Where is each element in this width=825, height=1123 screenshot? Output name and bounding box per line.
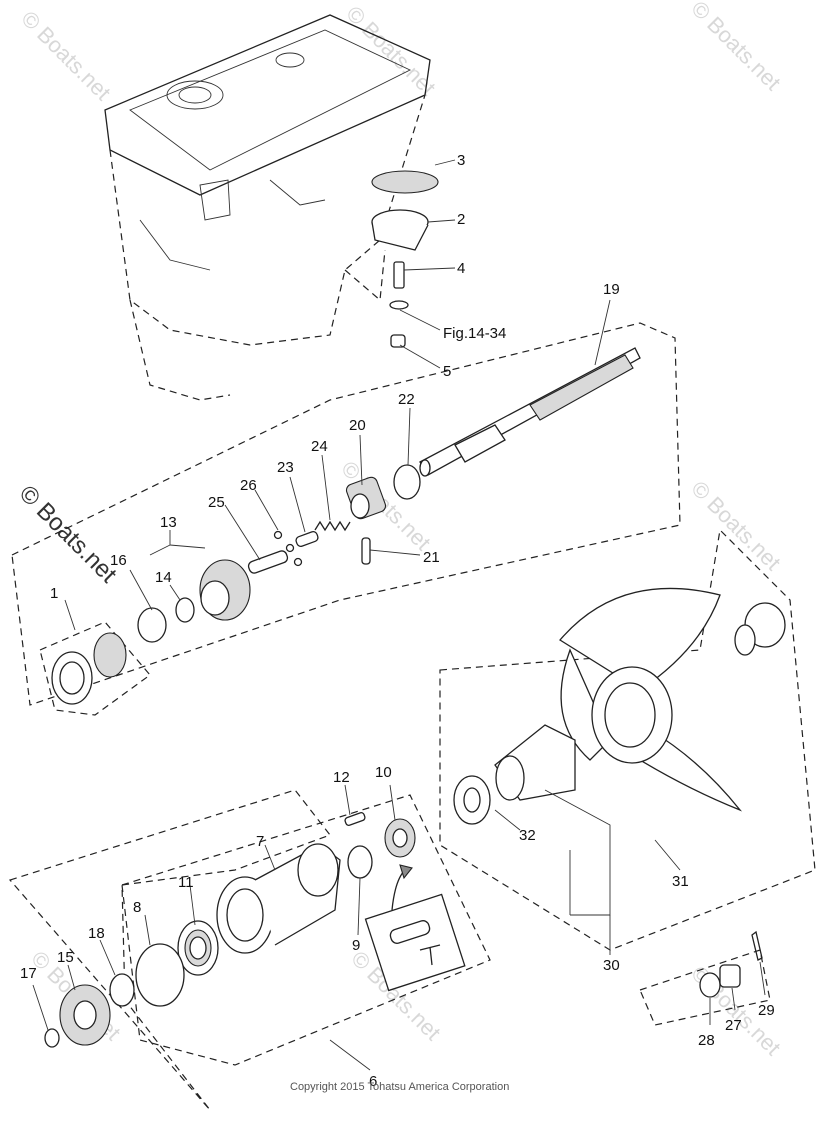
prop-bushing — [494, 724, 576, 801]
reverse-gear — [59, 984, 111, 1046]
thrust-holder — [453, 775, 491, 825]
callout-labels: 3 2 4 Fig.14-34 5 19 22 20 24 23 26 25 1… — [20, 152, 775, 1090]
thrust-washer — [44, 1028, 60, 1048]
callout-6: 6 — [369, 1073, 377, 1090]
shim — [109, 973, 135, 1007]
watermark: © Boats.net — [686, 0, 785, 95]
ball — [285, 543, 295, 553]
callout-15: 15 — [57, 949, 74, 966]
propeller-shaft-housing — [216, 843, 341, 954]
watermark-layer: © Boats.net © Boats.net © Boats.net © Bo… — [14, 0, 786, 1060]
propeller-group-outline — [439, 528, 816, 951]
nut-group-outline — [639, 949, 771, 1026]
shaft-group-outline — [11, 322, 681, 706]
callout-1: 1 — [50, 585, 58, 602]
callout-22: 22 — [398, 391, 415, 408]
propeller — [559, 587, 743, 812]
callout-27: 27 — [725, 1017, 742, 1034]
seal-install-inset — [364, 864, 466, 992]
callout-14: 14 — [155, 569, 172, 586]
watermark-prominent: © Boats.net — [14, 480, 122, 588]
propeller-shaft — [419, 347, 641, 477]
callout-21: 21 — [423, 549, 440, 566]
callout-9: 9 — [352, 937, 360, 954]
o-ring — [135, 943, 185, 1007]
callout-5: 5 — [443, 363, 451, 380]
nut — [390, 334, 406, 348]
plunger — [295, 531, 319, 547]
clutch — [345, 476, 387, 520]
sleeve — [393, 464, 421, 500]
needle-bearing — [347, 845, 373, 879]
oil-seal — [384, 818, 416, 858]
callout-3: 3 — [457, 152, 465, 169]
trim-tab — [371, 209, 429, 251]
shifter — [247, 550, 289, 574]
bolt — [393, 261, 405, 289]
callout-29: 29 — [758, 1002, 775, 1019]
callout-11: 11 — [178, 874, 194, 891]
tapered-bearing — [51, 632, 127, 705]
watermark: © Boats.net — [686, 476, 785, 575]
gasket — [371, 170, 439, 194]
callout-17: 17 — [20, 965, 37, 982]
spring — [314, 520, 351, 532]
pin — [361, 537, 371, 565]
bolt — [344, 812, 366, 826]
callout-10: 10 — [375, 764, 392, 781]
watermark: © Boats.net — [16, 6, 115, 105]
callout-fig-ref: Fig.14-34 — [443, 325, 506, 342]
callout-2: 2 — [457, 211, 465, 228]
callout-31: 31 — [672, 873, 689, 890]
callout-7: 7 — [256, 833, 264, 850]
callout-28: 28 — [698, 1032, 715, 1049]
bearing-group-outline — [39, 621, 151, 716]
gear — [199, 559, 251, 621]
copyright-notice: Copyright 2015 Tohatsu America Corporati… — [290, 1081, 509, 1093]
leader-lines — [32, 159, 766, 1071]
callout-25: 25 — [208, 494, 225, 511]
propeller-nut — [719, 964, 741, 988]
callout-4: 4 — [457, 260, 465, 277]
callout-30: 30 — [603, 957, 620, 974]
washer — [699, 972, 721, 998]
lower-casing — [104, 14, 431, 401]
ball — [293, 557, 303, 567]
washer — [389, 300, 409, 310]
callout-23: 23 — [277, 459, 294, 476]
callout-24: 24 — [311, 438, 328, 455]
callout-26: 26 — [240, 477, 257, 494]
cotter-pin — [751, 930, 763, 961]
callout-32: 32 — [519, 827, 536, 844]
ball-bearing — [177, 920, 219, 976]
callout-16: 16 — [110, 552, 127, 569]
spline-washer — [734, 602, 786, 656]
callout-12: 12 — [333, 769, 350, 786]
bushing — [175, 597, 195, 623]
callout-13: 13 — [160, 514, 177, 531]
ball — [273, 530, 283, 540]
callout-18: 18 — [88, 925, 105, 942]
callout-19: 19 — [603, 281, 620, 298]
shim — [137, 607, 167, 643]
callout-20: 20 — [349, 417, 366, 434]
callout-8: 8 — [133, 899, 141, 916]
